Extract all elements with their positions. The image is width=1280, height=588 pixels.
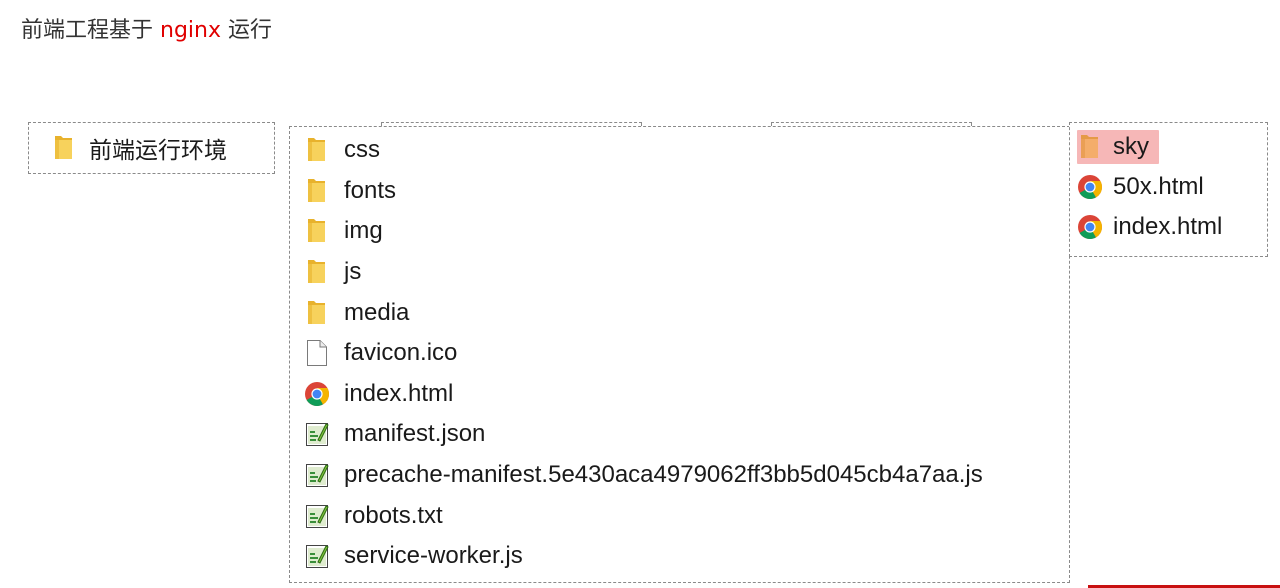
list-item[interactable]: manifest.json <box>290 414 1069 455</box>
folder-icon <box>308 300 325 324</box>
item-name: robots.txt <box>344 501 443 529</box>
heading-suffix: 运行 <box>220 18 272 43</box>
list-item[interactable]: img <box>290 211 1069 252</box>
chrome-icon <box>1078 175 1102 200</box>
folder-icon <box>308 138 325 162</box>
list-item[interactable]: fonts <box>290 171 1069 212</box>
list-item[interactable]: index.html <box>1070 207 1267 247</box>
stacked-box-edge <box>381 122 642 128</box>
list-item[interactable]: js <box>290 252 1069 293</box>
item-name: 50x.html <box>1113 173 1204 200</box>
list-item[interactable]: favicon.ico <box>290 333 1069 374</box>
list-item-selected[interactable]: sky <box>1070 127 1267 167</box>
item-name: js <box>344 258 362 286</box>
item-name: sky <box>1113 133 1149 160</box>
item-name: precache-manifest.5e430aca4979062ff3bb5d… <box>344 461 983 489</box>
heading-highlight: nginx <box>160 18 221 43</box>
folder-icon <box>308 260 325 284</box>
page-heading: 前端工程基于 nginx 运行 <box>21 12 272 44</box>
item-name: fonts <box>344 176 397 204</box>
main-file-listing: css fonts img js media favicon.ico index… <box>289 126 1070 583</box>
selection-highlight: sky <box>1077 130 1159 164</box>
list-item[interactable]: 50x.html <box>1070 167 1267 207</box>
item-name: index.html <box>1113 213 1223 240</box>
root-folder-label: 前端运行环境 <box>89 138 227 164</box>
item-name: img <box>344 217 383 245</box>
file-icon <box>307 340 327 367</box>
root-folder-box: 前端运行环境 <box>28 122 275 174</box>
script-file-icon <box>306 504 329 528</box>
folder-icon <box>308 178 325 202</box>
list-item[interactable]: index.html <box>290 374 1069 415</box>
accent-line <box>1088 585 1280 588</box>
right-file-listing: sky 50x.html index.html <box>1069 122 1268 257</box>
script-file-icon <box>306 545 329 569</box>
folder-icon <box>1081 135 1098 158</box>
script-file-icon <box>306 464 329 488</box>
script-file-icon <box>306 423 329 447</box>
stacked-box-edge <box>771 122 972 128</box>
item-name: media <box>344 298 410 326</box>
item-name: service-worker.js <box>344 542 523 570</box>
root-folder-item[interactable]: 前端运行环境 <box>29 123 274 173</box>
chrome-icon <box>1078 215 1102 240</box>
list-item[interactable]: media <box>290 292 1069 333</box>
list-item[interactable]: service-worker.js <box>290 536 1069 577</box>
folder-icon <box>308 219 325 243</box>
chrome-icon <box>305 381 329 406</box>
item-name: css <box>344 136 380 164</box>
item-name: manifest.json <box>344 420 486 448</box>
list-item[interactable]: css <box>290 130 1069 171</box>
list-item[interactable]: precache-manifest.5e430aca4979062ff3bb5d… <box>290 455 1069 496</box>
heading-prefix: 前端工程基于 <box>21 18 160 43</box>
item-name: favicon.ico <box>344 339 458 367</box>
list-item[interactable]: robots.txt <box>290 495 1069 536</box>
item-name: index.html <box>344 379 454 407</box>
folder-icon <box>55 136 72 159</box>
